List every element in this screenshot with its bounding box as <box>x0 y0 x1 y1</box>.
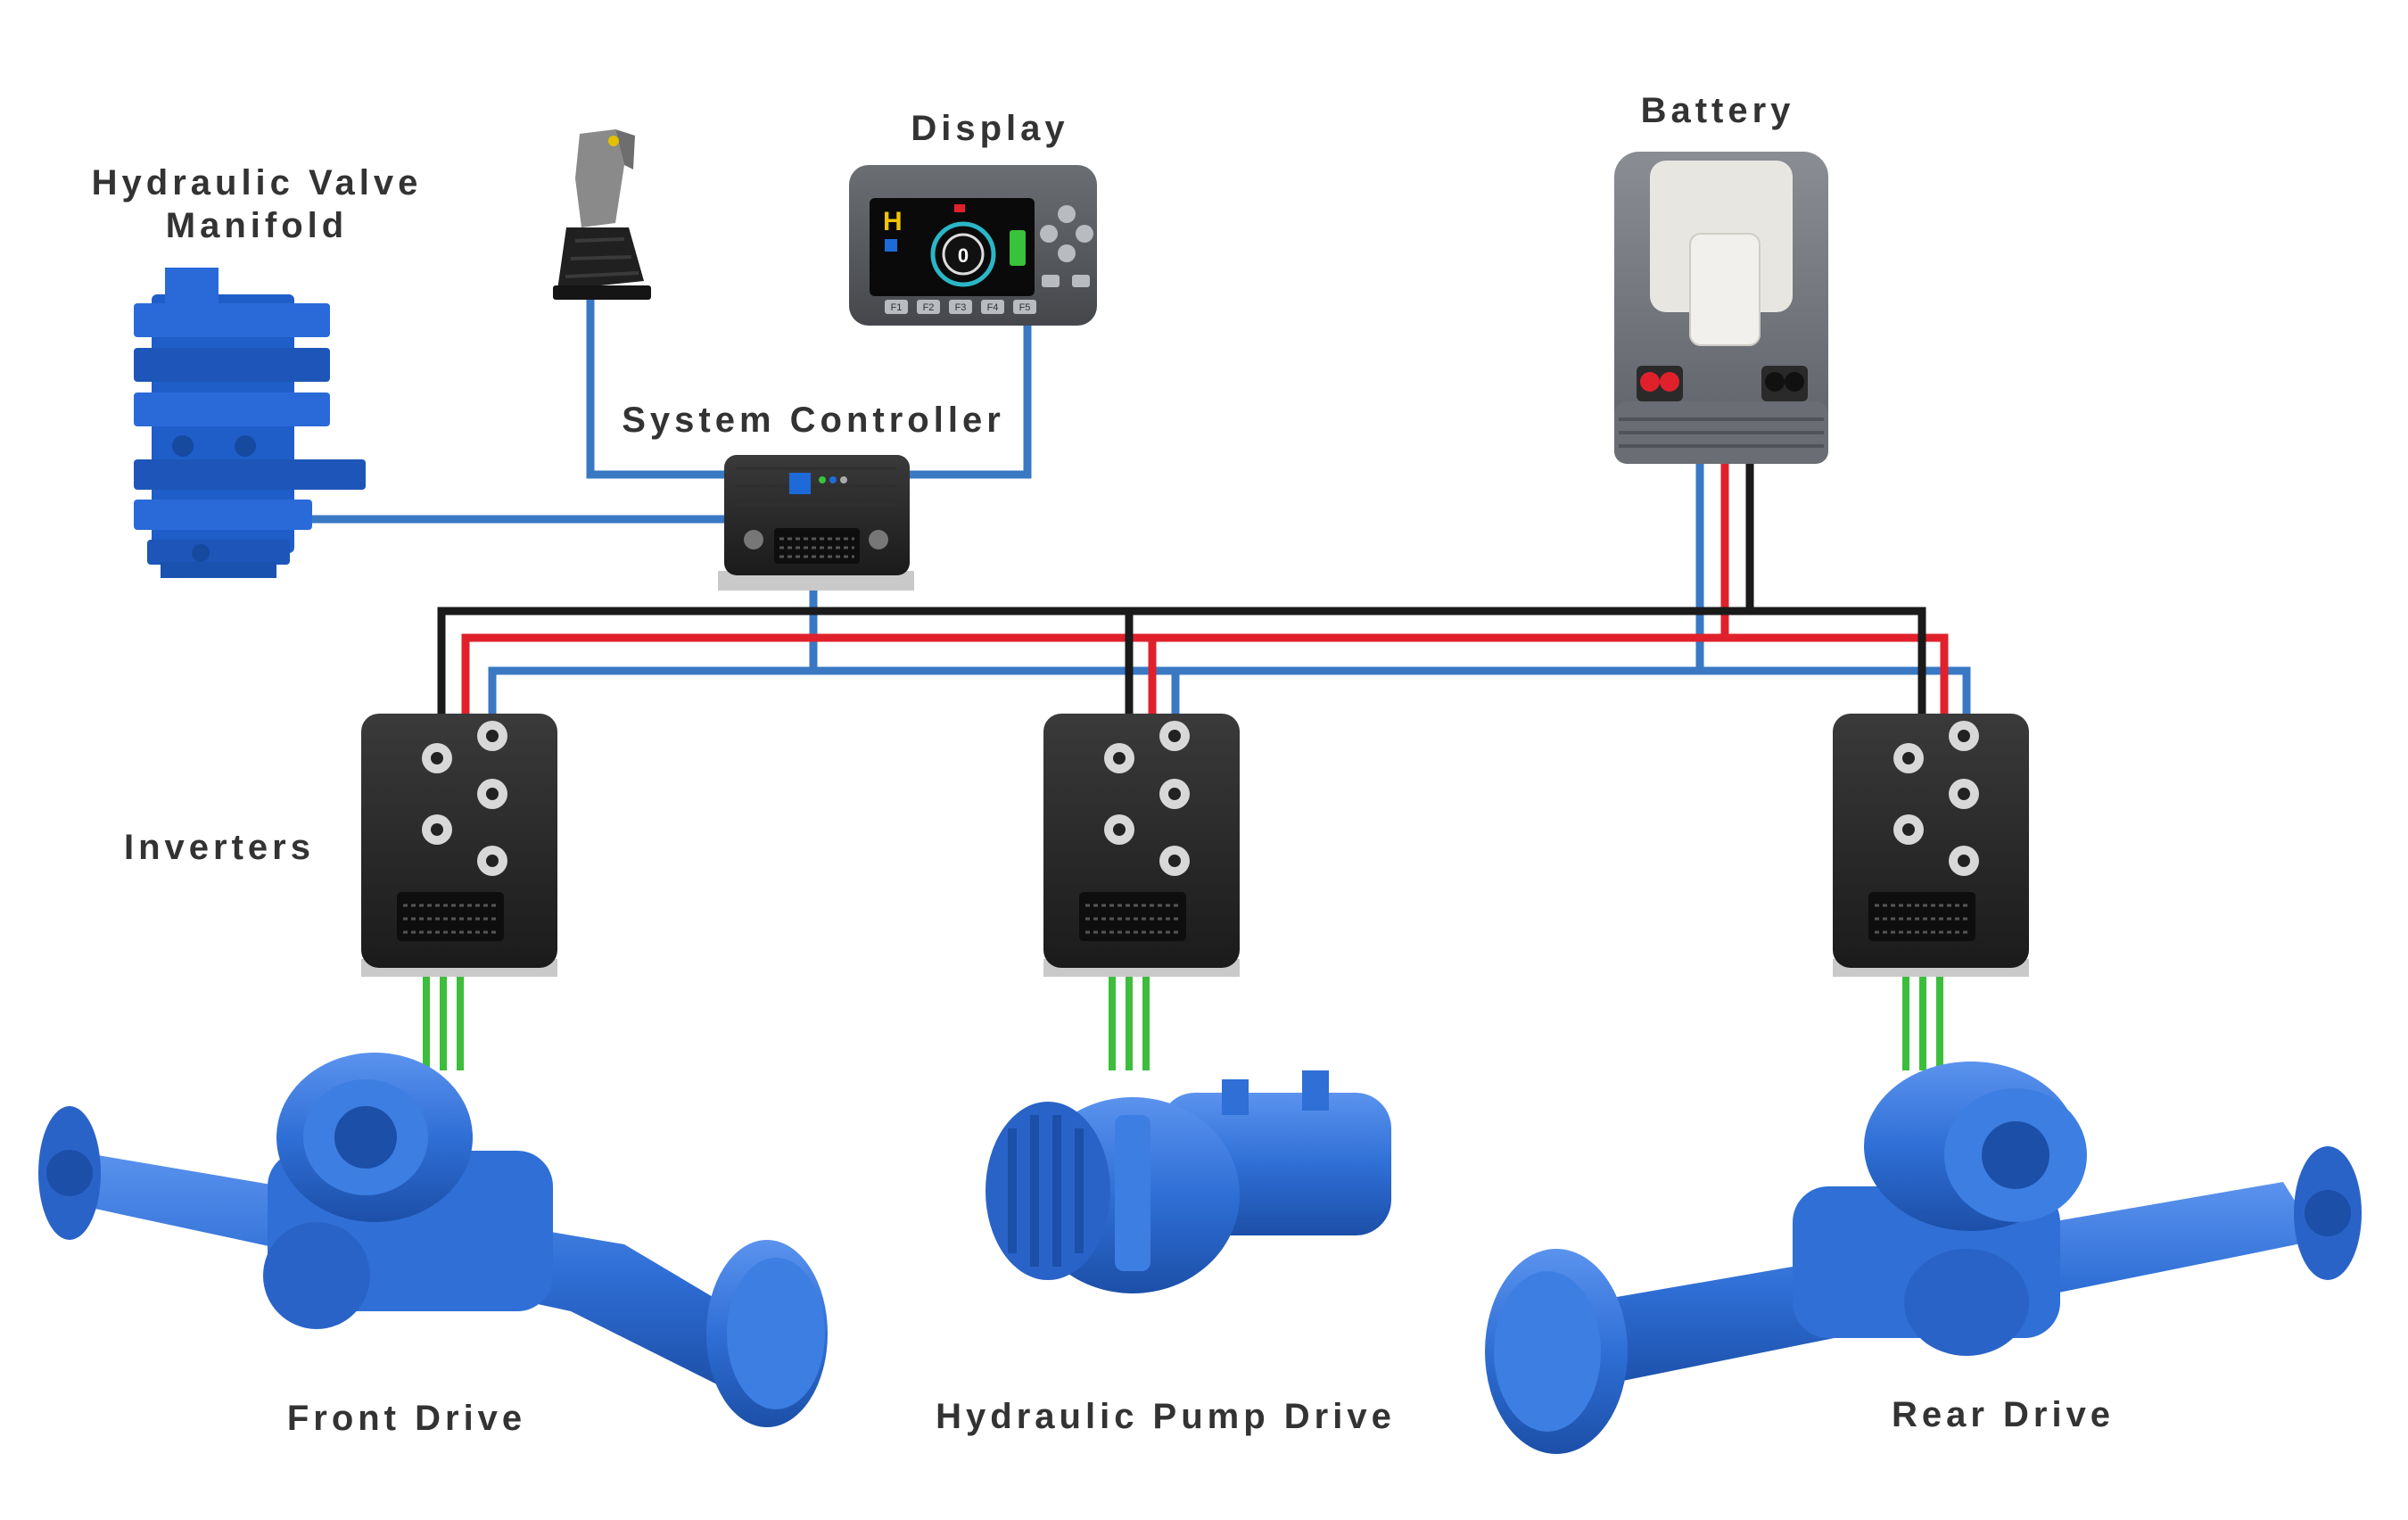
inverter-front <box>361 714 557 977</box>
battery <box>1614 152 1828 464</box>
joystick-to-controller-wire <box>586 294 731 479</box>
function-key-f1: F1 <box>891 302 903 313</box>
negative-wires <box>437 464 1926 714</box>
positive-wires <box>461 464 1949 714</box>
battery-label: Battery <box>1641 91 1795 130</box>
front-drive-axle <box>38 1053 828 1427</box>
display-to-controller-wire <box>901 326 1032 479</box>
hydraulic-valve-manifold <box>134 268 366 578</box>
display-label: Display <box>911 109 1068 148</box>
wiring <box>294 294 1971 1070</box>
function-key-f2: F2 <box>923 302 935 313</box>
rear-drive-label: Rear Drive <box>1892 1395 2115 1434</box>
signal-bus <box>488 666 1971 714</box>
inverters-label: Inverters <box>124 828 315 867</box>
pump-drive-label: Hydraulic Pump Drive <box>936 1397 1396 1436</box>
display-speed-value: 0 <box>958 244 969 267</box>
system-controller <box>718 455 914 591</box>
front-drive-label: Front Drive <box>287 1399 526 1438</box>
negative-bus <box>437 607 1926 714</box>
hydraulic-pump-drive <box>985 1070 1391 1293</box>
manifold-label-line1: Hydraulic Valve <box>92 163 423 202</box>
display-nav-buttons <box>1040 205 1093 287</box>
function-key-f4: F4 <box>987 302 999 313</box>
manifold-label-line2: Manifold <box>166 206 348 245</box>
rear-drive-axle <box>1485 1062 2362 1454</box>
system-controller-label: System Controller <box>622 401 1005 440</box>
inverter-pump <box>1043 714 1240 977</box>
phase-wires <box>423 972 1943 1070</box>
function-key-f5: F5 <box>1019 302 1031 313</box>
joystick <box>553 129 651 300</box>
inverter-rear <box>1833 714 2029 977</box>
display-brand-letter: H <box>883 207 903 236</box>
labels: Hydraulic Valve Manifold Display Battery… <box>92 91 2115 1438</box>
signal-wires <box>294 294 1971 714</box>
function-key-f3: F3 <box>955 302 967 313</box>
display-unit: H 0 F1 F2 F3 F4 F5 <box>849 165 1097 326</box>
function-keys: F1 F2 F3 F4 F5 <box>885 300 1036 314</box>
positive-bus <box>461 633 1949 714</box>
